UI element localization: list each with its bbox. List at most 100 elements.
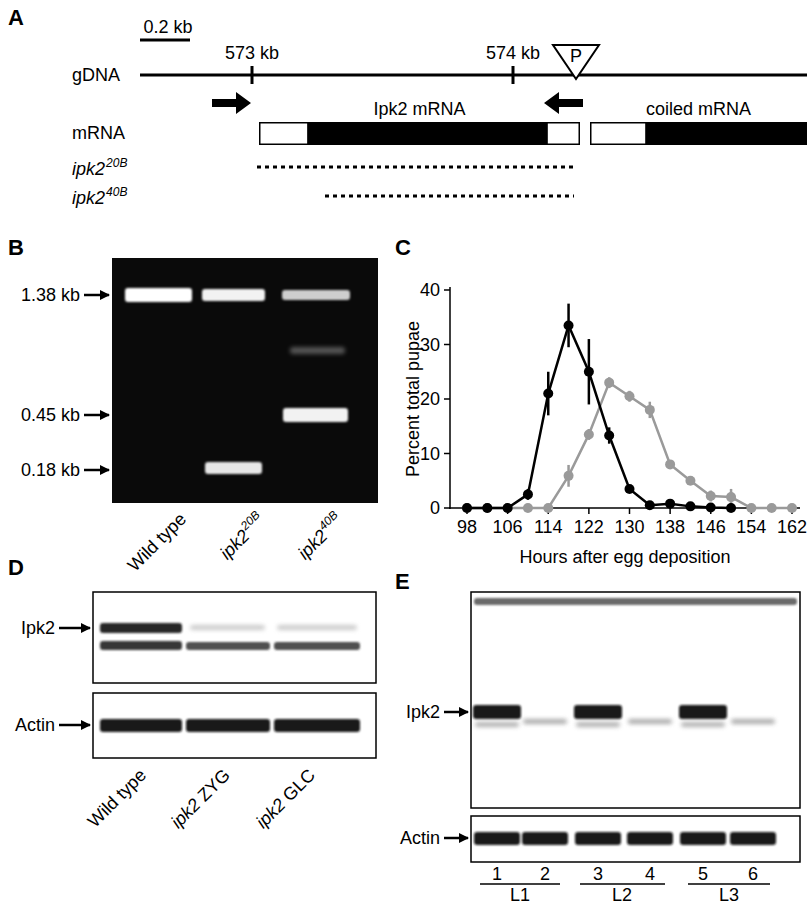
label-group: 138 xyxy=(655,518,685,536)
label-arrow xyxy=(84,414,109,417)
label-group: 114 xyxy=(534,518,563,536)
grey-series-point xyxy=(746,503,756,513)
grey-series-point xyxy=(543,503,553,513)
larval-stage-label: L3 xyxy=(719,885,739,905)
kb-tick xyxy=(251,66,254,84)
mrna-segment xyxy=(259,122,307,145)
lane-number: 6 xyxy=(748,864,758,884)
larval-stage-label: L1 xyxy=(510,885,530,905)
label-group: Wild type xyxy=(124,510,189,575)
label-group: A xyxy=(8,7,24,29)
p-element-triangle: P xyxy=(552,44,600,80)
mrna-segment xyxy=(590,122,645,145)
label-group: 130 xyxy=(614,518,644,536)
label-group: 0.2 kb xyxy=(143,18,192,36)
label-group: 0.18 kb xyxy=(21,461,80,479)
label-group: 162 xyxy=(777,518,807,536)
black-series-point xyxy=(564,320,574,330)
label-group: Wild type xyxy=(84,766,149,831)
band-label: Actin xyxy=(400,828,440,848)
primer-arrow xyxy=(544,92,583,114)
black-series-point xyxy=(645,500,655,510)
gel-band xyxy=(290,347,345,354)
tick-label: 130 xyxy=(614,517,644,537)
gel-band xyxy=(282,290,350,300)
grey-series-point xyxy=(584,429,594,439)
label-group: 2 xyxy=(540,865,550,883)
grey-series-point xyxy=(624,391,634,401)
blot-band xyxy=(628,719,672,724)
label-group: Actin xyxy=(400,829,440,847)
blot-band xyxy=(190,625,265,630)
tick-label: 40 xyxy=(420,280,440,300)
y-tick xyxy=(444,344,450,346)
x-tick xyxy=(588,508,590,514)
blot-band xyxy=(627,832,673,845)
label-group: L3 xyxy=(719,886,739,904)
allele-label: ipk2 xyxy=(72,159,105,179)
black-series-line xyxy=(467,325,731,508)
blot-band xyxy=(523,719,567,724)
label-group: Ipk2 xyxy=(21,619,55,637)
black-series-point xyxy=(665,499,675,509)
deletion-dotted-line xyxy=(257,166,574,169)
blot-band xyxy=(730,832,776,845)
label-group: ipk240B xyxy=(72,186,127,207)
lane-label: Wild type xyxy=(84,765,150,831)
label-group: ipk220B xyxy=(72,157,127,178)
allele-label: 20B xyxy=(106,156,127,170)
grey-series-line xyxy=(467,383,792,508)
grey-series-point xyxy=(564,471,574,481)
panel-letter: A xyxy=(8,5,24,30)
gel-band xyxy=(125,288,192,302)
label-group: 3 xyxy=(593,865,603,883)
blot-frame xyxy=(471,816,800,862)
label-group: E xyxy=(395,571,410,593)
blot-band xyxy=(274,642,360,650)
black-series-point xyxy=(462,503,472,513)
triangle-outline xyxy=(553,45,599,79)
blot-band xyxy=(731,719,775,724)
label-arrow xyxy=(84,469,109,472)
grey-series-point xyxy=(462,503,472,513)
lane-number: 3 xyxy=(593,864,603,884)
mrna-box: Ipk2 mRNA xyxy=(259,122,580,145)
tick-label: 154 xyxy=(736,517,766,537)
blot-band xyxy=(574,705,622,719)
blot-band xyxy=(473,705,521,719)
black-series-point xyxy=(543,389,553,399)
lane-label: Wild type xyxy=(124,509,190,575)
label-group: 1 xyxy=(492,865,502,883)
mrna-box: coiled mRNA xyxy=(590,122,807,145)
panel-letter: C xyxy=(395,235,411,260)
label-group: C xyxy=(395,237,411,259)
blot-frame xyxy=(93,592,376,683)
scale-label: 0.2 kb xyxy=(143,17,192,37)
y-tick xyxy=(444,398,450,400)
grey-series-point xyxy=(523,503,533,513)
tick-label: 162 xyxy=(777,517,807,537)
label-group: B xyxy=(8,237,24,259)
row-label: mRNA xyxy=(72,123,125,143)
label-group: 5 xyxy=(698,865,708,883)
band-label: Actin xyxy=(15,715,55,735)
mrna-segment xyxy=(307,122,548,145)
larval-stage-label: L2 xyxy=(612,885,632,905)
allele-label: 40B xyxy=(106,185,127,199)
label-group: ipk240B xyxy=(292,509,346,563)
label-group: 40 xyxy=(420,281,440,299)
label-group: D xyxy=(8,557,24,579)
tick-label: 146 xyxy=(696,517,726,537)
blot-band xyxy=(576,722,620,727)
blot-band xyxy=(522,832,568,845)
row-label: gDNA xyxy=(72,65,120,85)
node-label: P xyxy=(570,47,582,65)
black-series-point xyxy=(604,431,614,441)
label-arrow xyxy=(444,711,468,714)
scale-bar xyxy=(140,39,190,42)
panel-letter: B xyxy=(8,235,24,260)
kb-tick xyxy=(512,66,515,84)
blot-band xyxy=(679,705,727,719)
blot-band xyxy=(575,832,621,845)
